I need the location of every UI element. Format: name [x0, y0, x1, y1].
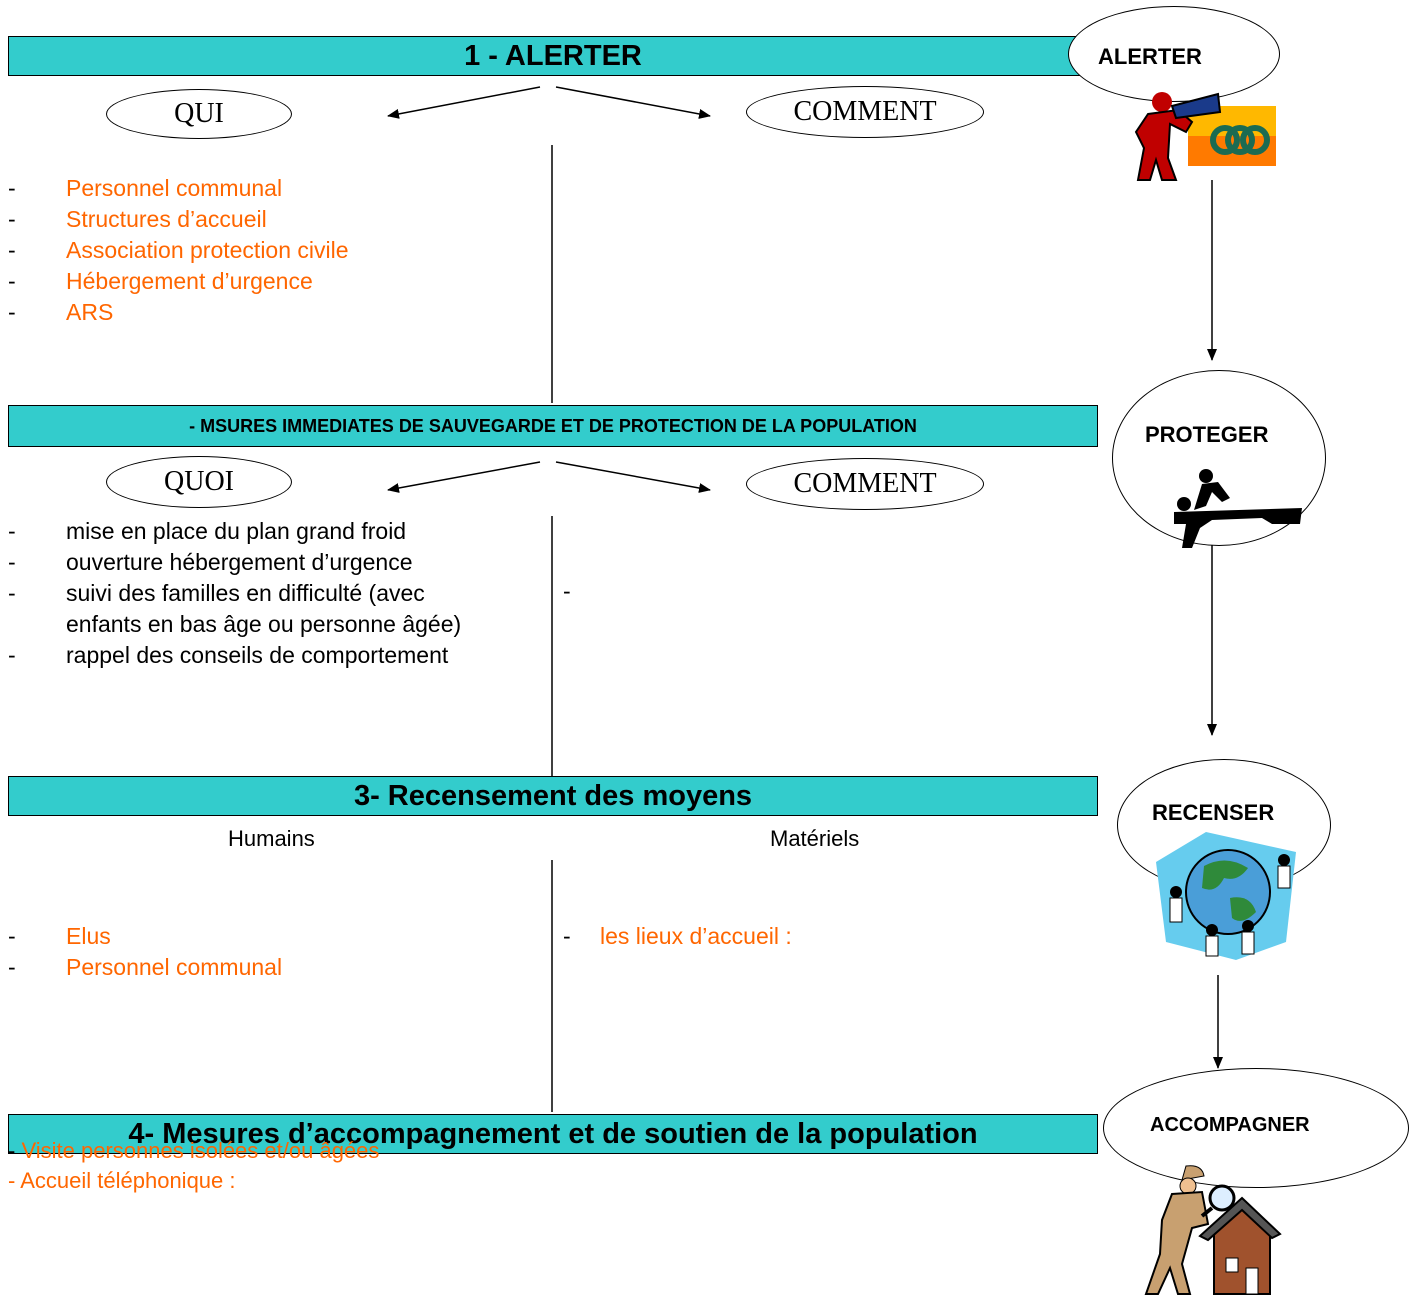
- list-item: -mise en place du plan grand froid: [8, 518, 407, 544]
- comment-placeholder-dash: -: [563, 578, 571, 604]
- step-label-alerter: ALERTER: [1098, 44, 1202, 69]
- arrow-to-quoi: [387, 461, 541, 493]
- list-item: -Personnel communal: [8, 175, 283, 201]
- megaphone-person-icon: [1134, 92, 1276, 181]
- quoi-oval: QUOI: [106, 456, 292, 508]
- section-4-list: - Visite personnes isolées et/ou âgées -…: [8, 1136, 379, 1196]
- people-around-globe-icon: [1156, 832, 1296, 960]
- section-3-header: 3- Recensement des moyens: [8, 776, 1098, 816]
- step-oval-accompagner: [1103, 1068, 1409, 1188]
- section-4-title: 4- Mesures d’accompagnement et de soutie…: [128, 1117, 978, 1150]
- section-1-title: 1 - ALERTER: [464, 39, 642, 72]
- list-item: -Association protection civile: [8, 237, 349, 263]
- materiels-list: -les lieux d’accueil :: [563, 921, 792, 952]
- humains-heading: Humains: [228, 826, 315, 851]
- step-label-recenser: RECENSER: [1152, 800, 1275, 825]
- list-item: -suivi des familles en difficulté (avec: [8, 580, 425, 606]
- arrow-to-comment: [555, 86, 711, 119]
- comment-label-1: COMMENT: [793, 96, 937, 127]
- qui-label: QUI: [174, 98, 224, 129]
- list-item: -Personnel communal: [8, 954, 283, 980]
- list-item: -ARS: [8, 299, 114, 325]
- step-label-proteger: PROTEGER: [1145, 422, 1269, 447]
- comment-label-2: COMMENT: [793, 468, 937, 499]
- list-item: -Structures d’accueil: [8, 206, 267, 232]
- list-item: -rappel des conseils de comportement: [8, 642, 449, 668]
- detective-house-icon: [1144, 1165, 1282, 1295]
- list-item: enfants en bas âge ou personne âgée): [66, 611, 462, 637]
- arrow-to-comment-2: [555, 461, 711, 493]
- materiels-heading: Matériels: [770, 826, 860, 851]
- section-1-header: 1 - ALERTER: [8, 36, 1098, 76]
- comment-oval-1: COMMENT: [746, 86, 984, 138]
- section-3-title: 3- Recensement des moyens: [353, 779, 753, 812]
- qui-oval: QUI: [106, 89, 292, 139]
- section-2-header: - MSURES IMMEDIATES DE SAUVEGARDE ET DE …: [8, 405, 1098, 447]
- first-aid-person-icon: [1174, 469, 1302, 548]
- list-item: - Accueil téléphonique :: [8, 1168, 236, 1193]
- section-4-header: 4- Mesures d’accompagnement et de soutie…: [8, 1114, 1098, 1154]
- list-item: - Visite personnes isolées et/ou âgées: [8, 1138, 380, 1163]
- list-item: -les lieux d’accueil :: [563, 923, 792, 949]
- comment-oval-2: COMMENT: [746, 458, 984, 510]
- step-oval-alerter: [1068, 6, 1280, 102]
- list-item: -Elus: [8, 923, 111, 949]
- list-item: -ouverture hébergement d’urgence: [8, 549, 413, 575]
- list-item: -Hébergement d’urgence: [8, 268, 313, 294]
- section-2-list: -mise en place du plan grand froid -ouve…: [8, 516, 461, 671]
- step-label-accompagner: ACCOMPAGNER: [1150, 1114, 1310, 1136]
- humains-list: -Elus -Personnel communal: [8, 921, 282, 983]
- section-2-title: - MSURES IMMEDIATES DE SAUVEGARDE ET DE …: [189, 415, 917, 436]
- section-1-list: -Personnel communal -Structures d’accuei…: [8, 173, 349, 328]
- quoi-label: QUOI: [164, 466, 234, 497]
- arrow-to-qui: [387, 86, 541, 119]
